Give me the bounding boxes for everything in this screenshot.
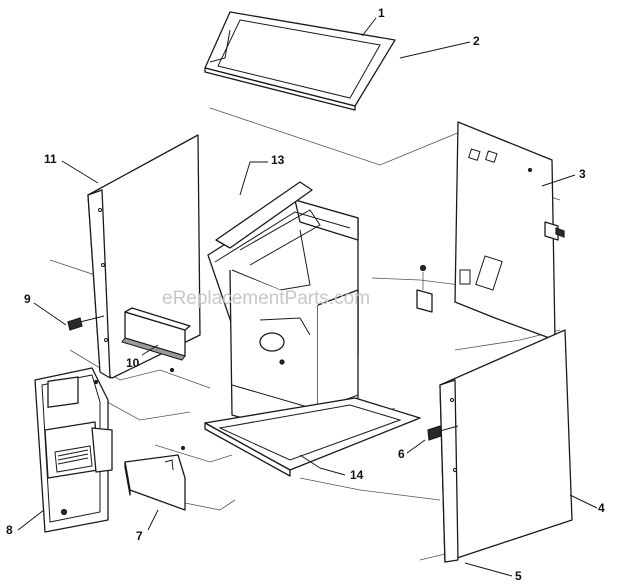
part-inner-housing: [207, 181, 359, 441]
callout-9: 9: [24, 292, 31, 306]
watermark-text: eReplacementParts.com: [162, 288, 370, 309]
part-screw-right: [427, 425, 459, 441]
callout-14: 14: [350, 468, 364, 482]
callout-8: 8: [6, 523, 13, 537]
part-bracket: [121, 307, 191, 361]
part-right-side-panel: [439, 329, 573, 563]
callout-2: 2: [473, 34, 480, 48]
part-base-tray: [204, 397, 421, 477]
callout-5: 5: [515, 569, 522, 583]
callout-3: 3: [579, 167, 586, 181]
part-screw-left: [67, 315, 105, 331]
callout-13: 13: [271, 153, 285, 167]
callout-10: 10: [126, 356, 140, 370]
part-left-side-panel: [87, 134, 201, 379]
leader-lines: [17, 17, 598, 577]
part-front-bezel: [34, 367, 113, 533]
callout-labels: 1 2 3 4 5 6 7 8 9 10 11 13 14: [6, 6, 605, 583]
callout-1: 1: [378, 6, 385, 20]
part-switch: [416, 264, 433, 313]
fastener-dots: [93, 167, 533, 451]
part-drip-tray: [124, 454, 186, 511]
part-top-cover: [204, 11, 396, 111]
part-rear-panel: [454, 121, 565, 341]
callout-11: 11: [44, 152, 57, 166]
callout-4: 4: [598, 501, 605, 515]
callout-6: 6: [398, 447, 405, 461]
callout-7: 7: [136, 529, 143, 543]
